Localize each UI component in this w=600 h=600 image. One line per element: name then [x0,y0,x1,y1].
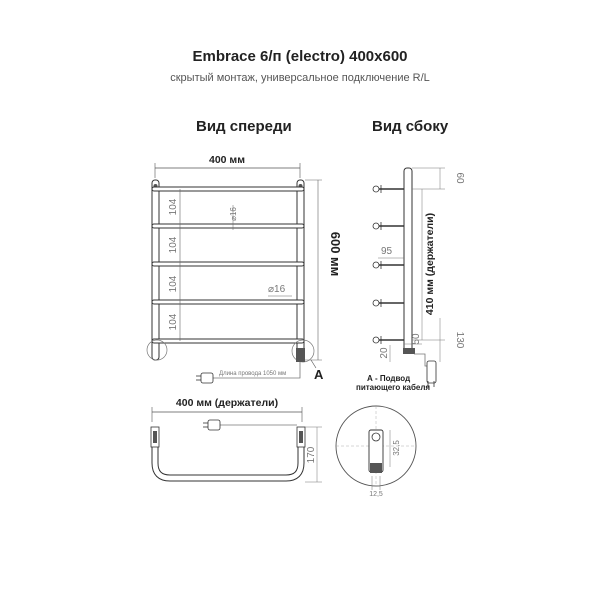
spacing-label-2: 104 [168,236,179,253]
right-upright [296,179,305,361]
top-width-label: 400 мм (держатели) [176,397,278,409]
diameter-label-side: ⌀16 [268,284,286,295]
front-view-title: Вид спереди [196,118,292,135]
side-holders-label: 410 мм (держатели) [424,213,436,315]
detail-a-dim-32-5: 32,5 [392,440,401,456]
wall-holder-2 [372,222,404,230]
detail-marker-a: A [314,367,324,382]
side-dim-20: 20 [379,347,390,359]
top-plug-icon [207,419,221,431]
side-plug-icon [426,360,437,384]
left-upright [151,179,160,361]
side-dim-130: 130 [454,332,465,349]
detail-a-caption-line2: питающего кабеля [356,383,430,392]
page-subtitle: скрытый монтаж, универсальное подключени… [170,72,430,84]
side-dim-50: 50 [411,333,422,345]
plug-icon [200,372,214,384]
rung-1 [151,186,305,192]
cable-length-label: Длина провода 1050 мм [219,371,286,377]
spacing-label-4: 104 [168,313,179,330]
rung-2 [151,223,305,229]
page-title: Embrace 6/п (electro) 400x600 [192,48,408,65]
side-dim-60: 60 [454,172,465,184]
detail-a-dim-12-5: 12,5 [369,491,383,498]
left-connection-circle [146,339,168,361]
detail-a-element [370,463,382,473]
spacing-label-3: 104 [168,275,179,292]
wall-holder-3 [372,261,404,269]
wall-holder-4 [372,299,404,307]
top-view: 400 мм (держатели) 170 [150,397,322,483]
wall-holder-1 [372,185,404,193]
side-dim-95: 95 [381,246,393,257]
front-width-label: 400 мм [209,154,245,166]
side-view: 95 60 410 мм (держатели) 130 50 20 А - П… [356,167,465,392]
rung-5 [151,338,305,344]
top-frame-outer [151,430,305,482]
front-view: 400 мм 104 104 104 104 ⌀16 ⌀16 600 мм [146,154,343,384]
top-depth-label: 170 [306,446,317,463]
wall-holder-5 [372,336,404,344]
diameter-label-top: ⌀16 [229,207,238,221]
spacing-label-1: 104 [168,198,179,215]
side-upright [403,167,413,353]
detail-a-view: 32,5 12,5 [335,405,417,498]
heating-element-box [296,348,305,362]
detail-a-caption-line1: А - Подвод [367,374,410,383]
power-cable [213,362,301,379]
rung-3 [151,261,305,267]
front-height-label: 600 мм [328,232,343,277]
side-view-title: Вид сбоку [372,118,449,135]
rung-4 [151,299,305,305]
